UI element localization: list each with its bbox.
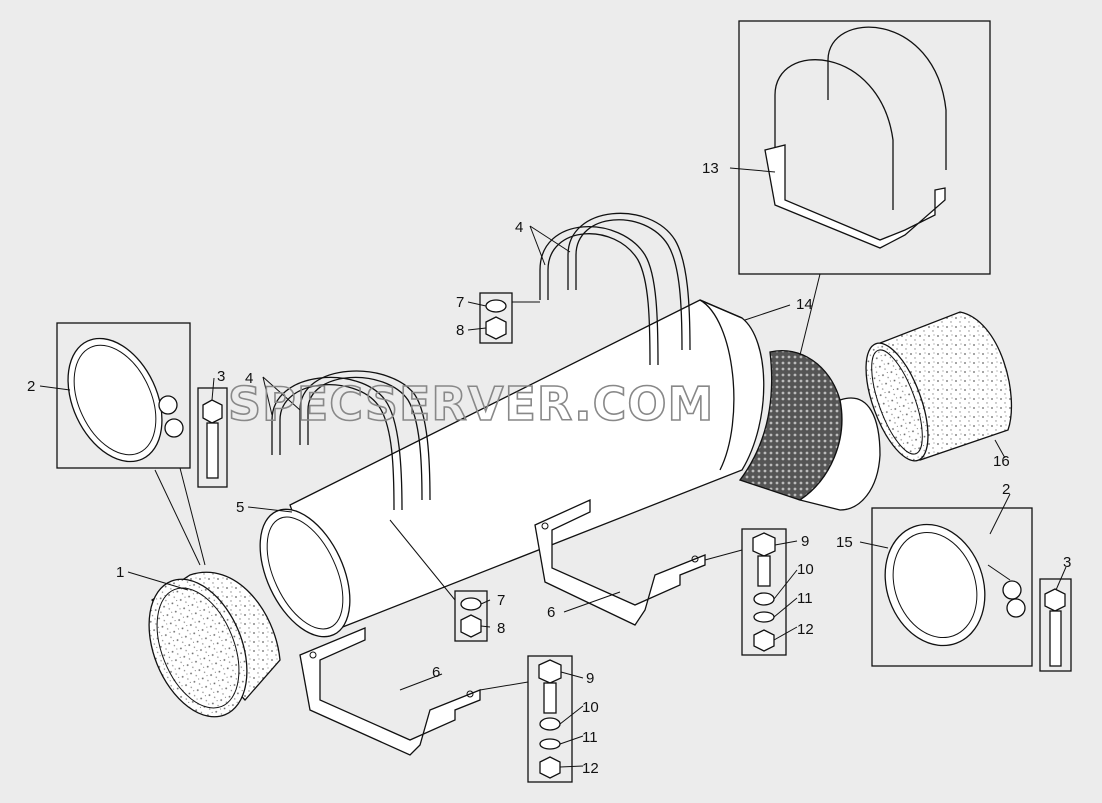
- callout-4-upper: 4: [515, 219, 523, 236]
- callout-3-left: 3: [217, 368, 225, 385]
- callout-8-upper: 8: [456, 322, 464, 339]
- leader-lines: [39, 167, 1067, 768]
- callout-2-right: 2: [1002, 481, 1010, 498]
- clamp-2-left-box: [56, 322, 191, 469]
- callout-10-lower: 10: [582, 699, 599, 716]
- callout-15: 15: [836, 534, 853, 551]
- callout-14: 14: [796, 296, 813, 313]
- u-bolt-pair-left: [271, 370, 431, 511]
- callout-16: 16: [993, 453, 1010, 470]
- callout-9-upper: 9: [801, 533, 809, 550]
- u-bolt-bracket-13-box: [738, 20, 991, 275]
- callout-6-upper: 6: [547, 604, 555, 621]
- callout-7-lower: 7: [497, 592, 505, 609]
- bolt-kit-box-lower: [527, 655, 573, 783]
- callout-9-lower: 9: [586, 670, 594, 687]
- callout-13: 13: [702, 160, 719, 177]
- callout-5: 5: [236, 499, 244, 516]
- bracket-6-upper: [534, 498, 706, 626]
- main-exhaust-pipe: [259, 299, 765, 638]
- callout-12-upper: 12: [797, 621, 814, 638]
- callout-2-left: 2: [27, 378, 35, 395]
- clamp-2-right-box: [871, 507, 1033, 667]
- callout-3-right: 3: [1063, 554, 1071, 571]
- callout-4-left: 4: [245, 370, 253, 387]
- bolt-kit-box-upper: [741, 528, 787, 656]
- outlet-sleeve-16: [865, 311, 1012, 462]
- washer-nut-box-lower: [454, 590, 488, 642]
- callout-11-upper: 11: [797, 590, 813, 607]
- callout-7-upper: 7: [456, 294, 464, 311]
- u-bolt-pair-upper: [539, 212, 691, 366]
- bolt-3-left-box: [197, 387, 228, 488]
- bracket-6-lower: [299, 627, 481, 756]
- washer-nut-box-upper: [479, 292, 513, 344]
- callout-10-upper: 10: [797, 561, 814, 578]
- callout-12-lower: 12: [582, 760, 599, 777]
- watermark: SPECSERVER.COM: [228, 377, 714, 431]
- callout-11-lower: 11: [582, 729, 598, 746]
- callout-1: 1: [116, 564, 124, 581]
- mesh-sleeve: [738, 350, 881, 511]
- bolt-3-right-box: [1039, 578, 1072, 672]
- flex-bellows-1: [148, 571, 281, 718]
- callout-6-lower: 6: [432, 664, 440, 681]
- callout-8-lower: 8: [497, 620, 505, 637]
